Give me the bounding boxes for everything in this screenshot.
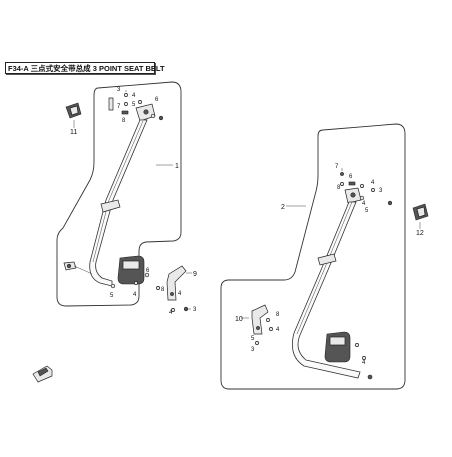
callout-8-right-top: 8 <box>337 185 341 191</box>
nut-icon <box>121 110 129 115</box>
washer-icon <box>340 182 344 186</box>
washer-icon <box>360 184 364 188</box>
callout-8-left-bottom: 8 <box>161 287 165 293</box>
callout-4-left-bottom-1: 4 <box>133 292 137 298</box>
left-upper-anchor-bolt-icon <box>143 109 149 115</box>
callout-3-right-bottom: 3 <box>251 347 255 353</box>
nut-icon <box>348 181 356 186</box>
left-lower-anchor-bolt-icon <box>66 263 72 269</box>
callout-4-left-bottom-3: 4 <box>178 291 182 297</box>
left-belt-webbing-inner <box>92 120 144 263</box>
right-lower-anchor-bolt-icon <box>367 374 373 380</box>
clip-cover-11-face <box>69 105 79 116</box>
washer-icon <box>255 341 259 345</box>
callout-4-left-top: 4 <box>132 93 136 99</box>
callout-4-right-bottom-1: 4 <box>276 327 280 333</box>
callout-5-right-top: 5 <box>365 208 369 214</box>
washer-icon <box>124 93 128 97</box>
washer-icon <box>266 318 270 322</box>
washer-icon <box>156 286 160 290</box>
washer-icon <box>362 356 366 360</box>
callout-8-left-top: 8 <box>122 118 126 124</box>
washer-icon <box>371 188 375 192</box>
callout-10: 10 <box>235 316 243 323</box>
bolt-icon <box>158 115 164 121</box>
washer-icon <box>138 100 142 104</box>
callout-11: 11 <box>70 129 77 136</box>
washer-icon <box>110 283 116 289</box>
washer-icon <box>150 113 156 119</box>
callout-4-left-bottom-2: 4 <box>169 310 173 316</box>
bolt-icon <box>170 292 174 296</box>
callout-5-left-top: 5 <box>132 102 136 108</box>
clip-cover-12-face <box>416 206 426 218</box>
bolt-icon <box>340 172 344 176</box>
right-belt-webbing <box>291 201 361 379</box>
right-assembly-outline <box>220 123 406 390</box>
right-retractor-face <box>329 336 346 346</box>
washer-icon <box>144 272 150 278</box>
left-retractor-face <box>122 260 140 270</box>
callout-4-right-top-1: 4 <box>371 180 375 186</box>
callout-4-right-top-2: 4 <box>362 201 366 207</box>
callout-5-right-bottom: 5 <box>251 336 255 342</box>
washer-icon <box>124 102 128 106</box>
washer-icon <box>171 308 175 312</box>
left-retractor-icon <box>117 255 145 285</box>
washer-icon <box>355 343 359 347</box>
bracket-10-icon <box>251 304 269 335</box>
callout-6-left-bottom: 6 <box>146 268 150 274</box>
callout-8-right-bottom: 8 <box>276 312 280 318</box>
bolt-icon <box>108 97 114 111</box>
callout-7-right-top: 7 <box>335 164 339 170</box>
callout-7-left-top: 7 <box>117 104 121 110</box>
left-assembly-outline <box>56 81 182 307</box>
callout-labels: 1 2 11 12 9 10 3 4 5 6 8 7 3 4 4 4 5 6 8… <box>70 87 424 366</box>
callout-3-left-bottom: 3 <box>193 307 197 313</box>
left-lower-belt-end <box>73 265 93 275</box>
callout-3-left-top: 3 <box>117 87 121 93</box>
callout-9: 9 <box>193 271 197 278</box>
right-retractor-icon <box>324 331 351 363</box>
nut-icon <box>387 200 393 206</box>
left-belt-guide <box>100 199 121 213</box>
callout-3-right-top: 3 <box>379 188 383 194</box>
callout-12: 12 <box>416 230 424 237</box>
washer-icon <box>269 327 273 331</box>
callout-1: 1 <box>175 163 179 170</box>
callout-6-right-top: 6 <box>349 174 353 180</box>
diagram-title: F34-A 三点式安全带总成 3 POINT SEAT BELT <box>5 62 165 74</box>
bolt-icon <box>256 326 260 330</box>
bracket-9-icon <box>166 265 187 301</box>
right-belt-webbing-inner <box>296 201 353 335</box>
leader-lines <box>73 90 421 319</box>
callout-6-left-top: 6 <box>155 97 159 103</box>
callout-5-left-bottom: 5 <box>110 293 114 299</box>
callout-4-right-bottom-2: 4 <box>362 360 366 366</box>
left-belt-webbing <box>89 119 148 287</box>
washer-icon <box>359 195 365 201</box>
arrow-icon-shade <box>37 367 49 377</box>
right-upper-anchor-bolt-icon <box>350 192 356 198</box>
right-belt-guide <box>317 253 337 266</box>
callout-2: 2 <box>281 204 285 211</box>
washer-icon <box>134 281 138 285</box>
